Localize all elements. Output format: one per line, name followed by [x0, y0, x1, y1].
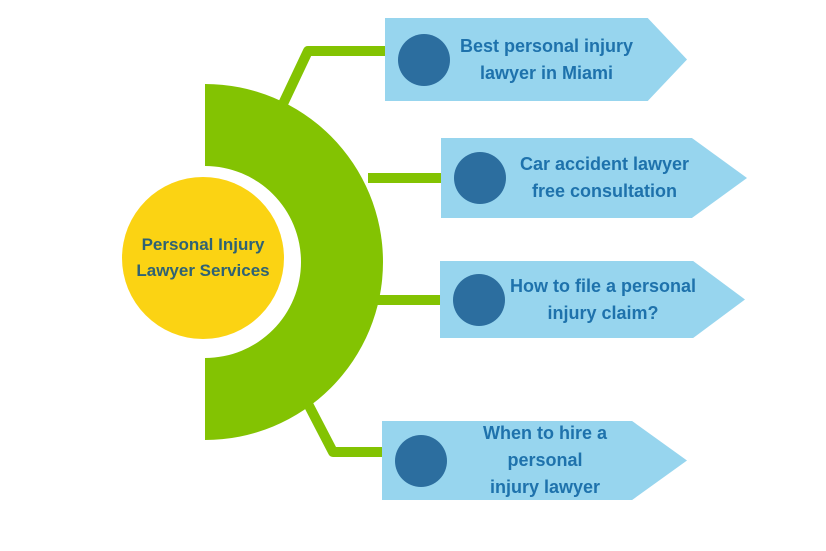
bullet-circle-icon: [398, 33, 450, 86]
connector-top: [277, 46, 390, 109]
central-topic-circle: Personal Injury Lawyer Services: [122, 177, 284, 339]
topic-banner-when-to-hire: When to hire a personal injury lawyer: [382, 421, 687, 500]
topic-banner-label: How to file a personal injury claim?: [509, 275, 697, 323]
bullet-circle-icon: [454, 152, 506, 204]
topic-banner-car-accident-consultation: Car accident lawyer free consultation: [441, 138, 747, 218]
green-half-ring: [205, 84, 383, 440]
connector-bottom: [301, 397, 387, 457]
central-topic-label: Personal Injury Lawyer Services: [136, 234, 270, 280]
topic-banner-label: When to hire a personal injury lawyer: [482, 423, 607, 497]
topic-banner-label: Best personal injury lawyer in Miami: [459, 35, 634, 83]
topic-banner-label: Car accident lawyer free consultation: [519, 154, 690, 201]
topic-banner-best-lawyer-miami: Best personal injury lawyer in Miami: [385, 18, 687, 101]
bullet-circle-icon: [395, 434, 447, 487]
bullet-circle-icon: [453, 273, 505, 326]
topic-banner-file-injury-claim: How to file a personal injury claim?: [440, 261, 745, 338]
